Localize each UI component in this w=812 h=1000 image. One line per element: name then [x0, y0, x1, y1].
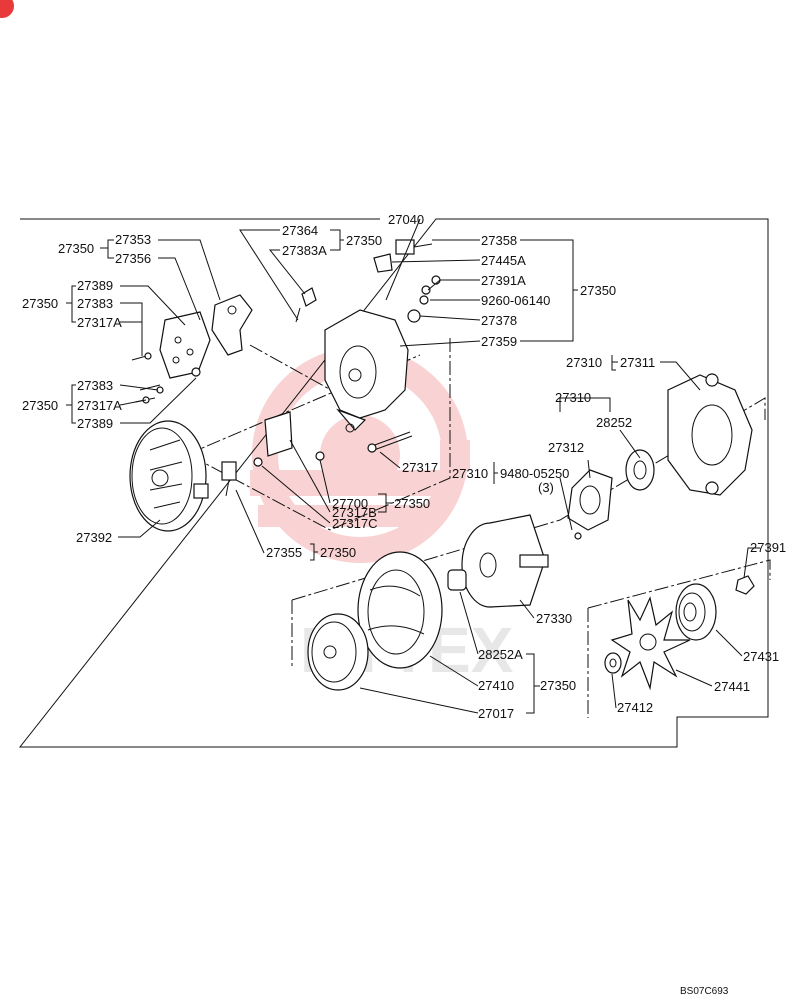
diagram-code: BS07C693	[680, 986, 729, 997]
regulator-part	[253, 411, 325, 467]
label-27017: 27017	[478, 706, 514, 721]
rear-cover-part	[129, 420, 209, 532]
label-27355: 27355	[266, 545, 302, 560]
label-28252a: 28252A	[478, 647, 523, 662]
label-27391: 27391	[750, 540, 786, 555]
label-27350-b: 27350	[346, 233, 382, 248]
leader-lines	[66, 218, 760, 714]
label-27410: 27410	[478, 678, 514, 693]
label-27383-b: 27383	[77, 378, 113, 393]
rectifier-part	[159, 311, 211, 379]
spacer-part	[604, 652, 622, 674]
rear-assembly-boundary	[179, 338, 451, 531]
nut-part	[735, 575, 755, 595]
label-27389-b: 27389	[77, 416, 113, 431]
label-27441: 27441	[714, 679, 750, 694]
label-27412: 27412	[617, 700, 653, 715]
label-27392: 27392	[76, 530, 112, 545]
label-27364: 27364	[282, 223, 318, 238]
part-labels: 27040 27350 27353 27356 27364 27383A 273…	[22, 212, 786, 997]
label-27445a: 27445A	[481, 253, 526, 268]
label-27317b: 27317B	[332, 505, 377, 520]
label-9260-06140: 9260-06140	[481, 293, 550, 308]
label-27317a-a: 27317A	[77, 315, 122, 330]
rear-bearing-part	[447, 569, 467, 591]
label-27311: 27311	[620, 355, 655, 370]
label-27389-a: 27389	[77, 278, 113, 293]
label-9480-05250: 9480-05250	[500, 466, 569, 481]
front-bearing-part	[625, 449, 655, 491]
label-27350-c: 27350	[580, 283, 616, 298]
label-27383-a: 27383	[77, 296, 113, 311]
label-27350-e: 27350	[22, 398, 58, 413]
dashed-axis-2	[249, 344, 341, 396]
label-27356: 27356	[115, 251, 151, 266]
fan-part	[610, 596, 691, 691]
stator-part	[357, 551, 443, 669]
rotor-part	[461, 514, 549, 608]
screws-left	[131, 352, 164, 404]
label-27350-f: 27350	[394, 496, 430, 511]
front-frame-part	[667, 373, 753, 496]
retainer-plate-part	[567, 469, 613, 540]
pulley-part	[675, 583, 717, 641]
label-27040: 27040	[388, 212, 424, 227]
label-27350-g: 27350	[320, 545, 356, 560]
label-27310-top: 27310	[566, 355, 602, 370]
corner-badge	[0, 0, 14, 18]
label-27317a-b: 27317A	[77, 398, 122, 413]
label-27350-d: 27350	[22, 296, 58, 311]
rotor-boundary	[291, 397, 766, 668]
label-27359: 27359	[481, 334, 517, 349]
front-cover-part	[307, 613, 369, 691]
label-27330: 27330	[536, 611, 572, 626]
label-27391a: 27391A	[481, 273, 526, 288]
label-27317c: 27317C	[332, 516, 378, 531]
terminal-connector-part	[373, 239, 441, 323]
label-27350-a: 27350	[58, 241, 94, 256]
label-27378: 27378	[481, 313, 517, 328]
label-27383a-top: 27383A	[282, 243, 327, 258]
brush-holder-plate-part	[211, 294, 253, 356]
label-27317: 27317	[402, 460, 438, 475]
assembly-frame	[18, 218, 769, 748]
label-28252: 28252	[596, 415, 632, 430]
label-27358: 27358	[481, 233, 517, 248]
pulley-boundary	[587, 559, 771, 718]
label-27353: 27353	[115, 232, 151, 247]
long-bolt-part	[367, 431, 413, 453]
label-27431: 27431	[743, 649, 779, 664]
small-bolt-part	[295, 287, 317, 323]
label-quantity-3: (3)	[538, 480, 554, 495]
label-27700: 27700	[332, 496, 368, 511]
rear-housing-part	[324, 309, 409, 433]
label-27350-h: 27350	[540, 678, 576, 693]
label-27310-mid: 27310	[555, 390, 591, 405]
capacitor-part	[221, 461, 237, 497]
label-27310-low: 27310	[452, 466, 488, 481]
label-27312: 27312	[548, 440, 584, 455]
